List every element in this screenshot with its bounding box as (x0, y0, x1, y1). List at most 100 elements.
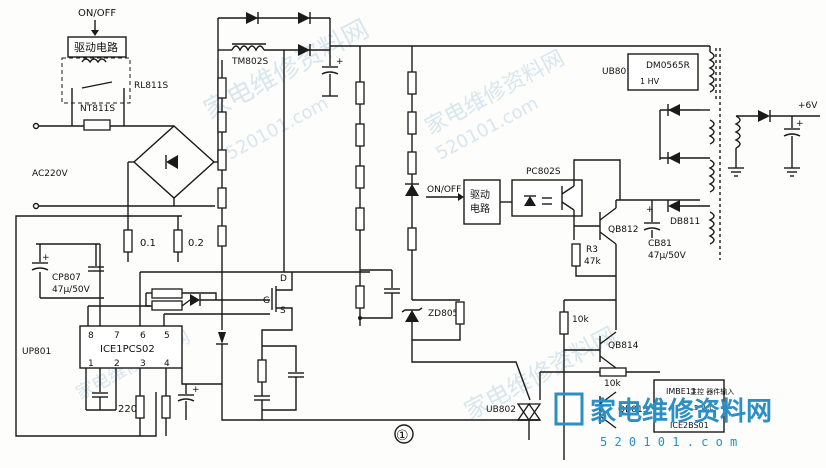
resistor (217, 187, 227, 209)
resistor (217, 225, 227, 247)
wire (221, 384, 540, 421)
up801-label: UP801 (22, 347, 51, 357)
db811-label: DB811 (670, 217, 700, 227)
ac-terminal (32, 122, 40, 130)
transistor (599, 207, 617, 221)
resistor (355, 285, 365, 309)
cp807-value: 47μ/50V (52, 285, 91, 295)
drive-mid-2: 电路 (470, 202, 490, 215)
resistor (407, 227, 417, 251)
transformer-primary (708, 51, 715, 93)
drive-circuit-box-mid (463, 179, 501, 225)
phototransistor (561, 185, 575, 195)
plus-6v-label: +6V (798, 101, 818, 111)
wire (360, 293, 393, 319)
arrow-icon (91, 30, 99, 36)
resistor (355, 165, 365, 189)
optocoupler-ub802 (516, 403, 542, 422)
diode-icon (298, 44, 310, 56)
wire (181, 299, 191, 307)
diode-icon (668, 200, 680, 212)
small-ic-4: ICE2BS01 (670, 421, 709, 430)
relay-coil (81, 58, 107, 64)
resistor (407, 151, 417, 175)
ub801-label: UB801 (602, 67, 632, 77)
resistor (407, 111, 417, 135)
drive-circuit-label-top: 驱动电路 (74, 41, 118, 54)
transistor (599, 391, 617, 405)
ic-name: ICE1PCS02 (100, 344, 155, 355)
relay-outline (61, 57, 131, 104)
transformer-secondary (734, 115, 741, 149)
wire (411, 340, 531, 401)
resistor-220 (135, 395, 145, 419)
zener-icon (405, 310, 419, 322)
nt811s-thermistor (83, 119, 111, 131)
resistor (407, 71, 417, 95)
circle-marker (394, 424, 414, 444)
qb813-label: QB813 (618, 405, 648, 415)
tm802s-label: TM802S (231, 57, 268, 67)
small-ic-3: 5 Vcc (694, 404, 713, 412)
resistor-0-2 (173, 229, 183, 253)
ub802-label: UB802 (486, 405, 516, 415)
wire (262, 345, 297, 372)
relay-switch (81, 81, 113, 89)
ic-pin: 7 (114, 331, 120, 341)
ac-terminal (32, 202, 40, 210)
gate-resistor (151, 288, 183, 299)
junction (358, 316, 362, 320)
plus-sign: + (42, 253, 50, 263)
diode-icon (246, 12, 258, 24)
cap-plate (643, 227, 661, 231)
cap-plate (321, 71, 339, 75)
on-off-label-top: ON/OFF (78, 8, 116, 19)
diode-icon (758, 110, 770, 122)
wire (145, 293, 152, 307)
wire (15, 215, 157, 437)
gate-resistor (151, 300, 183, 311)
wire (262, 377, 297, 411)
wire (182, 292, 217, 300)
plus-sign: + (192, 385, 200, 395)
plus-sign: + (646, 205, 654, 215)
resistor (455, 301, 465, 325)
plus-sign: + (796, 119, 804, 129)
resistor (217, 111, 227, 133)
resistor (355, 81, 365, 105)
r220-label: 220 (118, 404, 137, 415)
wire (411, 322, 461, 341)
drive-circuit-box-top (67, 36, 127, 58)
r01-label: 0.1 (140, 238, 156, 249)
wire (573, 159, 621, 200)
resistor-0-1 (123, 229, 133, 253)
small-ic-2: 主控 器件输入 (690, 387, 734, 396)
cp807-label: CP807 (52, 273, 81, 283)
led-icon (524, 196, 536, 206)
ac220v-label: AC220V (32, 169, 68, 179)
pc802s-label: PC802S (526, 167, 561, 177)
cap-plate (31, 267, 49, 271)
resistor-r3 (571, 243, 581, 267)
resistor-10k (559, 311, 569, 335)
cb81-label: CB81 (648, 239, 672, 249)
bridge-diode-icon (166, 155, 178, 169)
zd805-label: ZD805 (428, 309, 458, 319)
transistor (599, 355, 617, 369)
resistor (217, 77, 227, 99)
r10k-b-label: 10k (604, 379, 621, 389)
plus-sign: + (336, 57, 344, 67)
ic-pin: 1 (88, 359, 94, 369)
transistor (599, 415, 617, 429)
r10k-a-label: 10k (572, 315, 589, 325)
circle-number: ① (396, 428, 409, 444)
resistor (355, 123, 365, 147)
small-ic-1: IMBE13 (666, 387, 696, 396)
dm-pin: 1 HV (640, 77, 660, 86)
diode-icon (298, 12, 310, 24)
resistor-10k-h (599, 367, 627, 377)
resistor (257, 359, 267, 383)
ic-dm0565r (627, 53, 699, 91)
qb814-label: QB814 (608, 341, 639, 351)
